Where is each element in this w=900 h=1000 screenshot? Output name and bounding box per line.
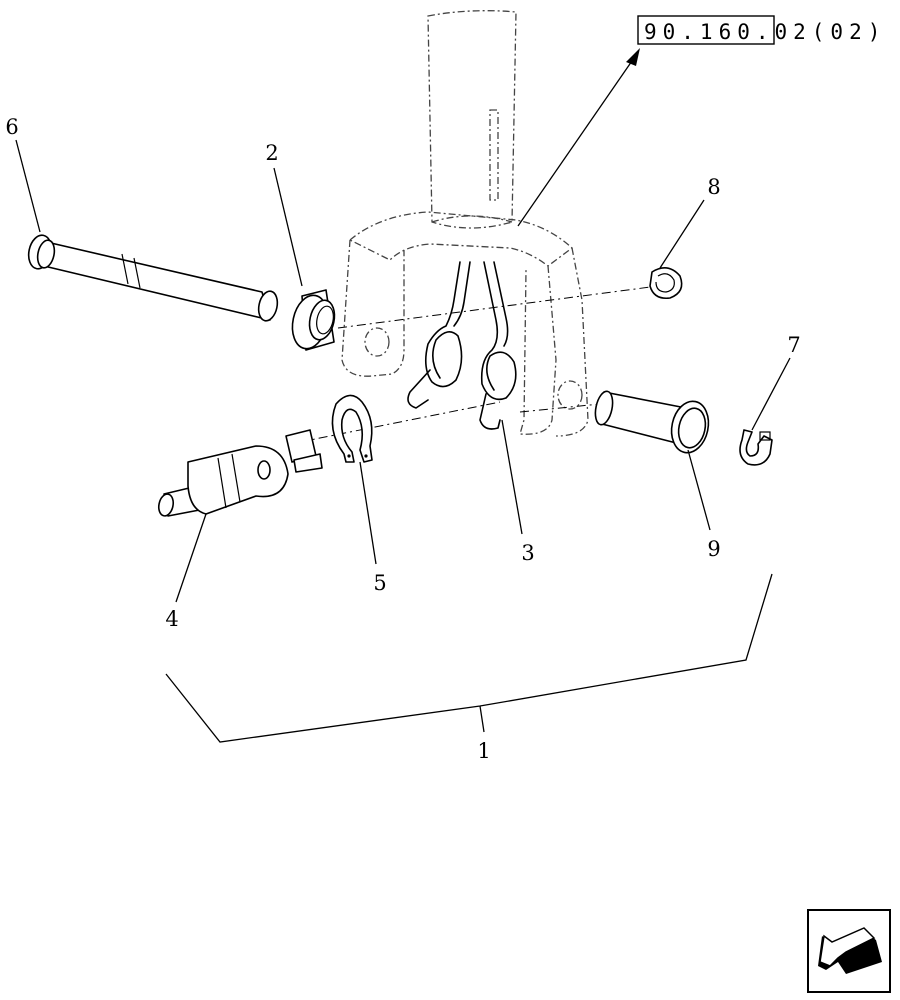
callout-9: 9 — [707, 537, 720, 561]
callout-numbers: 6 2 8 7 9 3 5 4 1 — [5, 115, 800, 763]
callout-4: 4 — [165, 607, 178, 631]
callout-3: 3 — [521, 541, 534, 565]
callout-1: 1 — [477, 739, 490, 763]
assembly-bracket — [165, 573, 773, 743]
pivot-pin-part — [157, 429, 323, 517]
back-arrow-icon — [818, 927, 882, 974]
leader-lines — [15, 139, 791, 603]
callout-6: 6 — [5, 115, 18, 139]
washer-part — [649, 267, 683, 300]
flanged-bushing-part — [594, 390, 710, 454]
torsion-spring-part — [407, 261, 517, 430]
callout-8: 8 — [707, 175, 720, 199]
e-clip-part — [739, 429, 773, 466]
callout-5: 5 — [373, 571, 386, 595]
section-reference[interactable]: 90.160.02(02) — [637, 15, 886, 45]
section-reference-label: 90.160.02(02) — [644, 20, 886, 44]
reference-leader — [517, 48, 640, 227]
center-lines — [299, 285, 659, 443]
callout-7: 7 — [787, 333, 800, 357]
snap-ring-part — [331, 394, 373, 463]
back-arrow-button[interactable] — [807, 909, 891, 993]
long-pin-part — [27, 234, 279, 322]
bushing-part — [291, 289, 336, 351]
callout-2: 2 — [265, 141, 278, 165]
phantom-yoke-assembly — [341, 10, 589, 437]
